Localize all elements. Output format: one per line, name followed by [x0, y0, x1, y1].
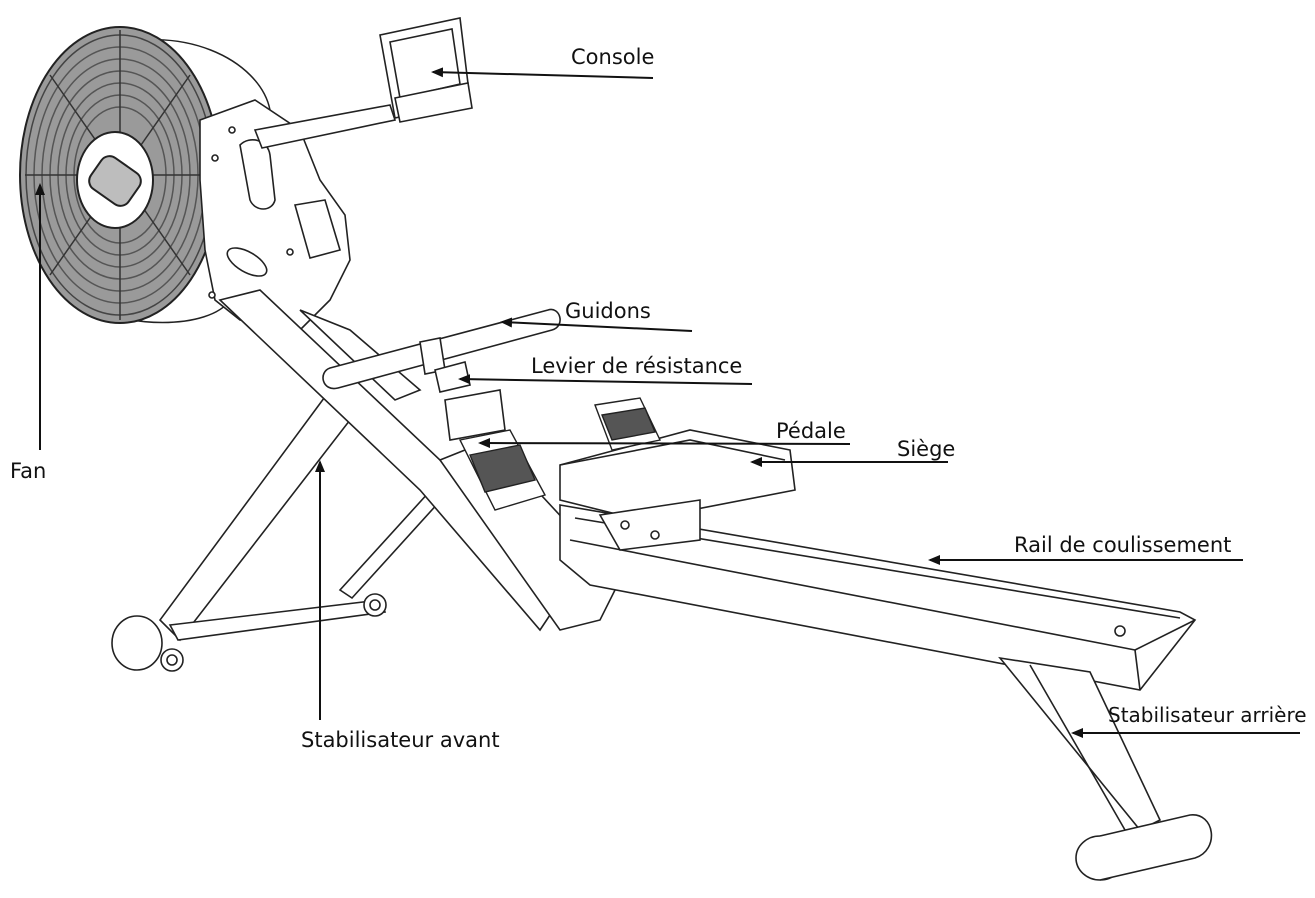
label-stabilisateur-avant: Stabilisateur avant — [301, 728, 500, 752]
main-frame — [111, 289, 621, 672]
handlebar — [322, 308, 561, 441]
label-console: Console — [571, 45, 655, 69]
label-siege: Siège — [897, 437, 956, 461]
label-levier-resistance: Levier de résistance — [531, 354, 743, 378]
label-fan: Fan — [10, 459, 47, 483]
pedale-pointer — [478, 438, 851, 449]
label-stabilisateur-arriere: Stabilisateur arrière — [1108, 703, 1307, 727]
seat — [559, 429, 796, 551]
guidons-pointer — [500, 317, 693, 332]
leader-lines — [35, 67, 1300, 738]
console-pointer — [431, 67, 654, 79]
label-rail: Rail de coulissement — [1014, 533, 1232, 557]
fan-assembly — [19, 26, 271, 324]
rail — [559, 504, 1213, 881]
levier-pointer — [458, 374, 753, 385]
label-guidons: Guidons — [565, 299, 651, 323]
pedals — [458, 397, 662, 511]
console-unit — [253, 17, 473, 149]
label-pedale: Pédale — [776, 419, 846, 443]
